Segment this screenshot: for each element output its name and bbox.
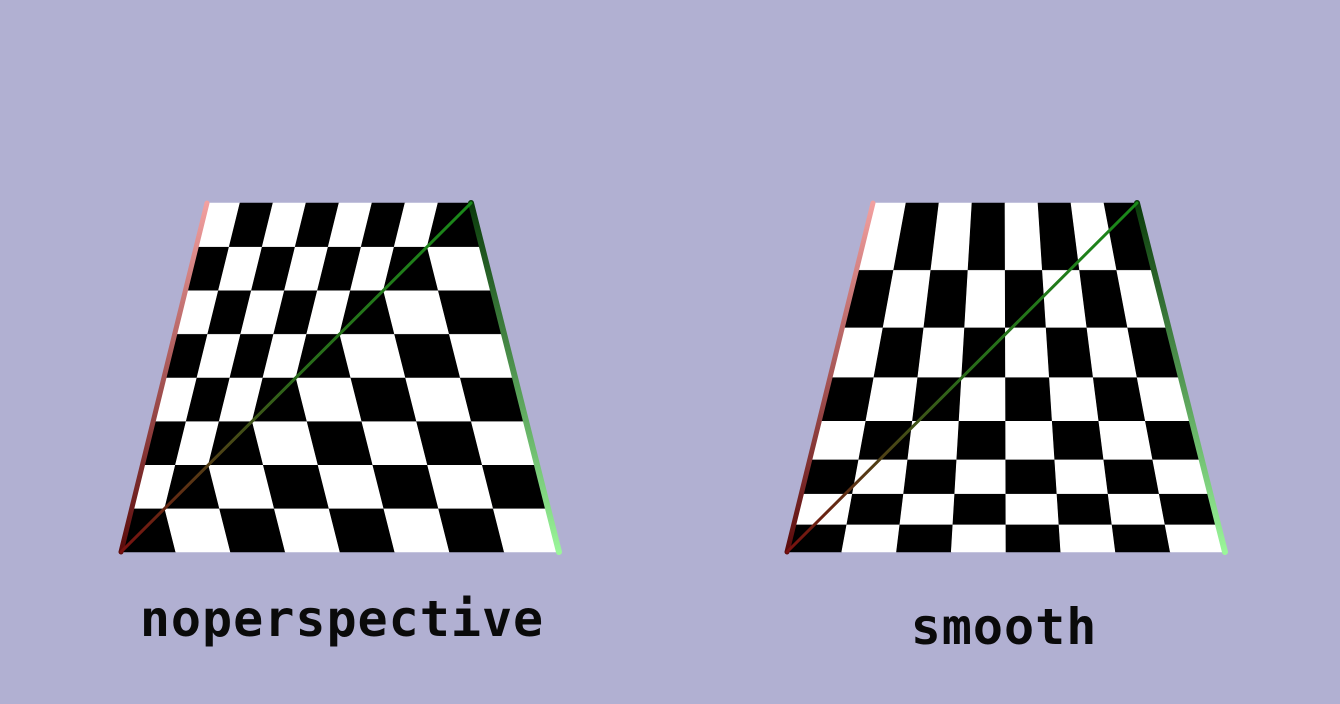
- checker-cell: [958, 376, 1006, 422]
- checker-cell: [405, 377, 472, 422]
- noperspective-caption: noperspective: [139, 590, 545, 648]
- checker-cell: [262, 464, 330, 509]
- checker-cell: [896, 524, 954, 553]
- checker-cell: [1058, 524, 1116, 553]
- checker-cell: [865, 376, 919, 422]
- checker-cell: [923, 269, 969, 328]
- checker-cell: [1005, 524, 1062, 553]
- checker-cell: [1005, 420, 1056, 460]
- diagonal-edge-line: [785, 201, 1139, 554]
- left-edge-line: [784, 200, 876, 555]
- checker-cell: [846, 493, 904, 525]
- checker-cell: [394, 333, 461, 378]
- checker-cell: [1054, 459, 1109, 494]
- checker-cell: [1103, 459, 1160, 494]
- checker-cell: [1092, 376, 1146, 422]
- checker-cell: [1005, 376, 1053, 422]
- checker-cell: [950, 524, 1007, 553]
- checkerboard-noperspective: [118, 200, 562, 555]
- checker-cell: [1042, 269, 1088, 328]
- checker-cell: [295, 377, 363, 422]
- checker-cell: [383, 508, 450, 553]
- checker-cell: [164, 508, 231, 553]
- checker-cell: [427, 464, 494, 509]
- checker-cell: [952, 493, 1007, 525]
- checker-cell: [251, 420, 319, 466]
- checker-cell: [1049, 376, 1100, 422]
- checker-cell: [1098, 420, 1154, 460]
- checker-cell: [964, 269, 1006, 328]
- checker-cell: [1005, 326, 1050, 378]
- checker-cell: [954, 459, 1007, 494]
- checker-cell: [416, 420, 483, 466]
- checker-cell: [383, 289, 450, 335]
- checker-cell: [1051, 420, 1105, 460]
- checker-cell: [1005, 459, 1058, 494]
- checker-cell: [339, 333, 406, 378]
- checker-cell: [1111, 524, 1171, 553]
- checker-cell: [361, 420, 428, 466]
- right-edge-line: [468, 200, 562, 555]
- checker-cell: [1005, 493, 1060, 525]
- checker-cell: [873, 326, 925, 378]
- checker-cell: [917, 326, 965, 378]
- checker-cell: [219, 508, 286, 553]
- checker-cell: [306, 420, 374, 466]
- checker-cell: [967, 202, 1006, 271]
- checker-cell: [328, 508, 396, 553]
- checker-cell: [956, 420, 1007, 460]
- checker-cell: [903, 459, 958, 494]
- checker-cell: [208, 464, 275, 509]
- diagonal-edge-line: [119, 201, 473, 554]
- checker-cell: [350, 377, 417, 422]
- checker-cell: [372, 464, 439, 509]
- right-edge-line: [1134, 200, 1228, 555]
- checker-cell: [899, 493, 956, 525]
- left-edge-line: [118, 200, 210, 555]
- checker-cell: [1056, 493, 1113, 525]
- checker-cell: [273, 508, 341, 553]
- checker-cell: [317, 464, 385, 509]
- checker-cell: [841, 524, 901, 553]
- checker-cell: [1045, 326, 1094, 378]
- checker-cell: [438, 508, 505, 553]
- checker-cell: [1004, 202, 1043, 271]
- smooth-caption: smooth: [910, 598, 1098, 656]
- checker-cell: [1107, 493, 1166, 525]
- checkerboard-smooth: [784, 200, 1228, 555]
- checker-cell: [907, 420, 960, 460]
- checker-cell: [786, 524, 848, 553]
